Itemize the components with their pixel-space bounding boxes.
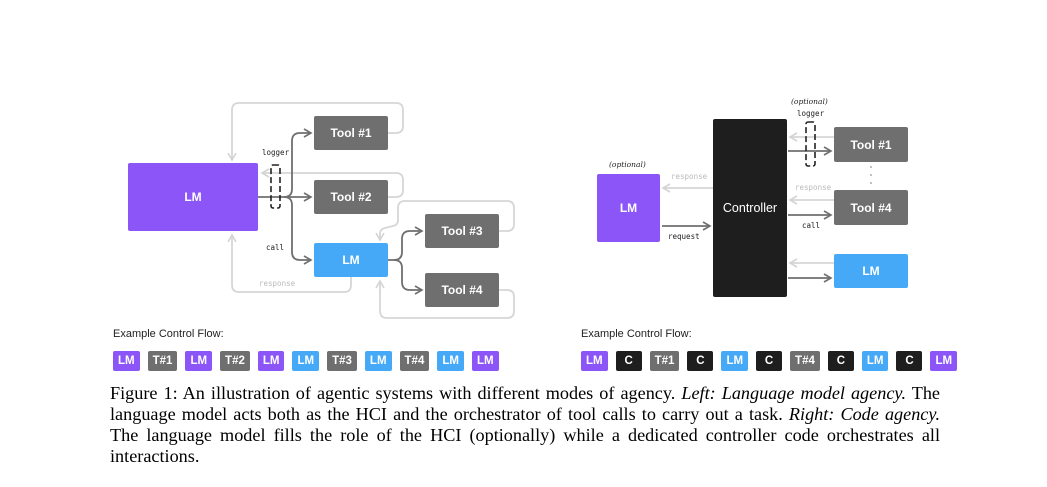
right-sublm-box: LM	[834, 254, 908, 288]
right-flow-chip: T#4	[790, 351, 820, 371]
left-flow-chip: T#2	[220, 351, 250, 371]
left-tool1-label: Tool #1	[330, 126, 372, 140]
left-tool3-box: Tool #3	[425, 214, 499, 248]
sublm-call-tool4-arrow	[393, 259, 424, 295]
tool3-return-arrow	[375, 200, 515, 242]
left-sublm-label: LM	[342, 253, 360, 267]
left-flow-chip: LM	[185, 351, 213, 371]
left-tool2-label: Tool #2	[330, 190, 372, 204]
right-call-arrows	[662, 146, 833, 283]
right-tool-response-label: response	[795, 183, 832, 192]
right-tool1-label: Tool #1	[850, 137, 892, 152]
right-logger-optional-label: (optional)	[791, 97, 828, 106]
right-lm-label: LM	[619, 201, 638, 215]
left-lm-box: LM	[128, 163, 258, 231]
caption-left-text: The language model acts both as the HCI …	[110, 383, 940, 424]
right-tool4-box: Tool #4	[834, 190, 908, 225]
right-lm-optional-label: (optional)	[609, 160, 646, 169]
left-flow-chip: T#3	[327, 351, 357, 371]
right-flow-chip: LM	[930, 351, 958, 371]
left-flow-chip: LM	[292, 351, 320, 371]
left-flow-chip: LM	[113, 351, 140, 371]
left-flow-chip: LM	[257, 351, 285, 371]
left-flow-chip: LM	[437, 351, 464, 371]
right-flow-chip: C	[615, 351, 642, 371]
right-flow-chip: T#1	[649, 351, 680, 371]
call-sublm-arrow	[283, 196, 313, 265]
left-response-label: response	[259, 279, 296, 288]
right-lm-box: LM	[597, 174, 660, 242]
tool2-return-arrow	[260, 168, 404, 198]
tool1-return-arrow	[227, 102, 404, 162]
left-tool3-label: Tool #3	[441, 224, 483, 238]
left-feedback-loops	[227, 102, 515, 319]
controller-label: Controller	[722, 201, 778, 215]
right-request-label: request	[668, 232, 700, 241]
controller-box: Controller	[713, 119, 787, 297]
caption-left-title: Left: Language model agency.	[681, 383, 907, 403]
right-response-arrows	[661, 132, 834, 268]
tool4-return-arrow	[375, 279, 515, 319]
left-flow-chip: LM	[364, 351, 392, 371]
sublm-response-arrow	[227, 233, 352, 293]
left-tool4-box: Tool #4	[425, 273, 499, 307]
right-flow-chip: C	[756, 351, 783, 371]
left-tool2-box: Tool #2	[314, 180, 388, 214]
sublm-call-tool3-arrow	[388, 226, 424, 261]
caption-right-text: The language model fills the role of the…	[110, 425, 940, 466]
left-flow-chip: T#4	[399, 351, 430, 371]
right-lm-response-label: response	[671, 172, 708, 181]
right-flow-chip: C	[827, 351, 854, 371]
right-flow-label: Example Control Flow:	[581, 328, 692, 340]
left-tool1-box: Tool #1	[314, 116, 388, 150]
left-flow-chip: T#1	[147, 351, 178, 371]
ellipsis-icon	[870, 166, 872, 184]
right-sublm-label: LM	[862, 264, 880, 278]
right-flow-chip: LM	[721, 351, 749, 371]
right-logger-label: logger	[797, 109, 825, 118]
left-logger-label: logger	[262, 148, 290, 157]
left-call-label: call	[266, 243, 285, 252]
right-flow-chip: LM	[581, 351, 608, 371]
right-flow-chip: LM	[861, 351, 889, 371]
right-tool1-box: Tool #1	[834, 127, 908, 162]
left-tool4-label: Tool #4	[441, 283, 483, 297]
left-flow-chip: LM	[471, 351, 499, 371]
right-call-label: call	[802, 221, 821, 230]
left-flow-label: Example Control Flow:	[113, 328, 224, 340]
caption-right-title: Right: Code agency.	[788, 404, 940, 424]
right-tool4-label: Tool #4	[850, 200, 892, 215]
left-control-flow: LM T#1 LM T#2 LM LM T#3 LM T#4 LM LM	[113, 351, 499, 371]
right-logger-icon	[805, 121, 816, 167]
caption-prefix: Figure 1: An illustration of agentic sys…	[110, 383, 682, 403]
left-logger-icon	[270, 164, 281, 209]
left-lm-label: LM	[184, 190, 202, 204]
call-tool1-arrow	[283, 128, 313, 198]
right-flow-chip: C	[687, 351, 714, 371]
left-sublm-box: LM	[314, 243, 388, 277]
left-call-arrows	[258, 128, 424, 295]
right-flow-chip: C	[896, 351, 923, 371]
figure-caption: Figure 1: An illustration of agentic sys…	[110, 383, 940, 467]
right-control-flow: LM C T#1 C LM C T#4 C LM C LM	[581, 351, 958, 371]
